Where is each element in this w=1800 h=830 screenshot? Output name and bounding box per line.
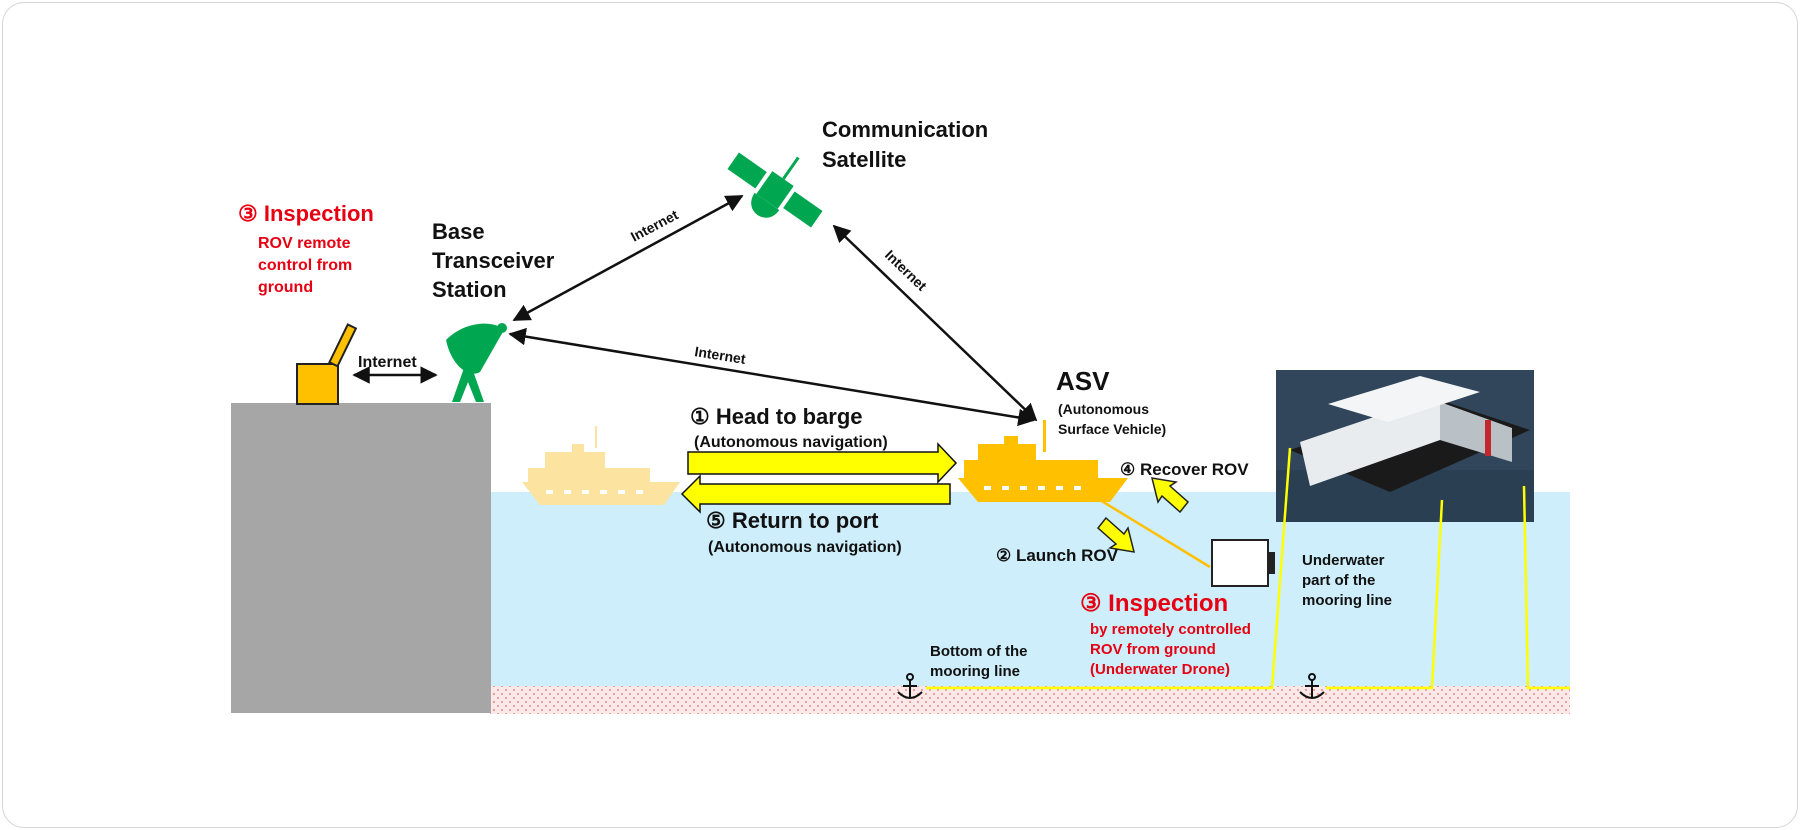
internet-link-bts-asv — [508, 327, 1036, 427]
launch-rov-arrow — [1096, 516, 1136, 553]
anchor-icon — [1299, 673, 1325, 699]
mooring-underwater-label: Underwater — [1302, 552, 1385, 569]
barge-photo — [1276, 370, 1534, 522]
ground-inspection-line: control from — [258, 257, 352, 274]
mooring-bottom-label: Bottom of the — [930, 643, 1027, 660]
step-head-to-barge-sub: (Autonomous navigation) — [694, 434, 888, 451]
asv-subtitle: (Autonomous — [1058, 401, 1149, 417]
satellite-label: Communication — [822, 117, 988, 142]
base-station-label: Station — [432, 277, 507, 302]
base-station-label: Transceiver — [432, 248, 555, 273]
mooring-underwater-label: part of the — [1302, 572, 1375, 589]
asv-title: ASV — [1056, 366, 1110, 396]
asv-window-dots — [984, 486, 1081, 490]
step-return-to-port-sub: (Autonomous navigation) — [708, 539, 902, 556]
ground-inspection-line: ROV remote — [258, 235, 351, 252]
rov-inspection-line: (Underwater Drone) — [1090, 661, 1230, 678]
rov-tether — [1099, 498, 1211, 569]
internet-label: Internet — [882, 247, 930, 294]
communication-satellite-icon — [727, 152, 823, 228]
return-to-port-arrow — [680, 474, 951, 514]
step-return-to-port: ⑤ Return to port — [706, 508, 879, 533]
step-launch-rov: ② Launch ROV — [996, 546, 1119, 565]
ground-inspection-line: ground — [258, 279, 313, 296]
anchor-icon — [897, 673, 923, 699]
ground-inspection-title: ③ Inspection — [238, 201, 374, 226]
sea-water — [490, 492, 1570, 686]
rov-underwater-drone-icon — [1211, 539, 1275, 587]
ground-quay — [231, 403, 491, 713]
internet-label: Internet — [628, 206, 681, 244]
rov-inspection-title: ③ Inspection — [1080, 590, 1228, 617]
base-station-label: Base — [432, 219, 485, 244]
rov-inspection-line: ROV from ground — [1090, 641, 1216, 658]
port-ship-window-dots — [546, 490, 643, 494]
rov-inspection-line: by remotely controlled — [1090, 621, 1251, 638]
asv-subtitle: Surface Vehicle) — [1058, 421, 1166, 437]
satellite-label: Satellite — [822, 147, 906, 172]
seabed — [490, 686, 1570, 714]
internet-link-bts-satellite — [512, 194, 744, 322]
mooring-bottom-label: mooring line — [930, 663, 1020, 680]
head-to-barge-arrow — [687, 442, 958, 484]
mooring-lines — [926, 447, 1570, 690]
internet-label: Internet — [358, 354, 417, 371]
base-transceiver-antenna-icon — [446, 323, 507, 402]
internet-label: Internet — [694, 343, 748, 367]
recover-rov-arrow — [1150, 477, 1190, 514]
step-head-to-barge: ① Head to barge — [690, 404, 863, 429]
mooring-underwater-label: mooring line — [1302, 592, 1392, 609]
step-recover-rov: ④ Recover ROV — [1120, 460, 1249, 479]
ground-control-station-icon — [296, 323, 358, 405]
